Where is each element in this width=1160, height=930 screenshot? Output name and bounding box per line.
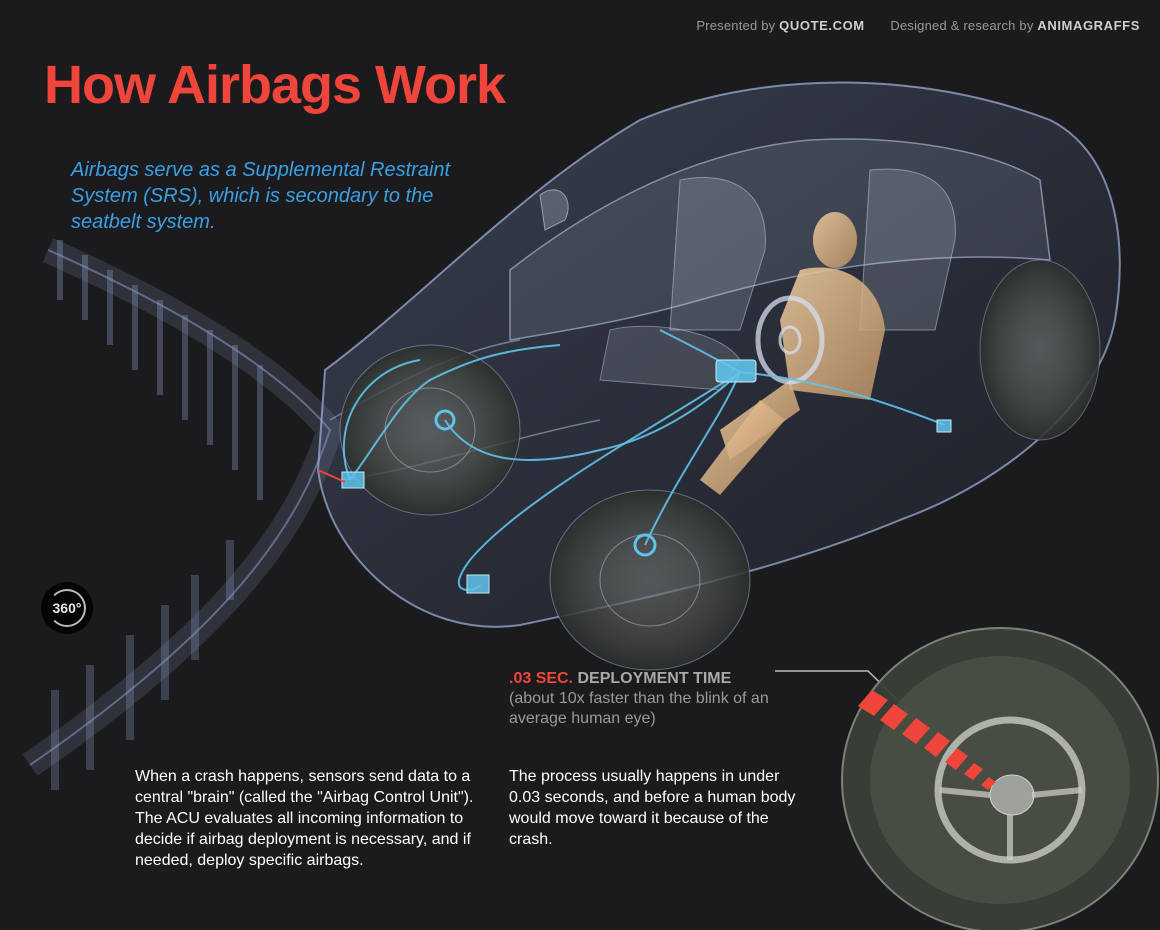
deployment-time-note: (about 10x faster than the blink of an a… xyxy=(509,690,769,727)
car-body xyxy=(316,81,1121,628)
intro-text: Airbags serve as a Supplemental Restrain… xyxy=(71,159,451,233)
rotate-360-label: 360° xyxy=(52,600,82,616)
presented-by-brand[interactable]: QUOTE.COM xyxy=(779,18,865,33)
airbag-wiring xyxy=(342,329,946,591)
designed-by-label: Designed & research by xyxy=(890,18,1034,33)
crash-barrier xyxy=(22,238,345,790)
deployment-time-value: .03 SEC. xyxy=(509,670,574,687)
airbag-control-unit-icon xyxy=(715,359,757,383)
steering-wheel-airbag-icon xyxy=(841,627,1159,930)
designed-by-brand[interactable]: ANIMAGRAFFS xyxy=(1037,18,1140,33)
credits: Presented by QUOTE.COM Designed & resear… xyxy=(696,18,1140,33)
page-title: How Airbags Work xyxy=(44,55,506,115)
deployment-time-callout: .03 SEC. DEPLOYMENT TIME (about 10x fast… xyxy=(509,669,809,729)
rotate-360-icon[interactable]: 360° xyxy=(41,582,93,634)
deployment-time-heading: DEPLOYMENT TIME xyxy=(577,670,732,687)
process-explanation: The process usually happens in under 0.0… xyxy=(509,768,796,848)
airbag-sensor-icon xyxy=(317,409,952,594)
acu-explanation: When a crash happens, sensors send data … xyxy=(135,768,474,869)
presented-by-label: Presented by xyxy=(696,18,776,33)
wheels xyxy=(339,259,1101,671)
car-steering-wheel xyxy=(755,295,825,385)
